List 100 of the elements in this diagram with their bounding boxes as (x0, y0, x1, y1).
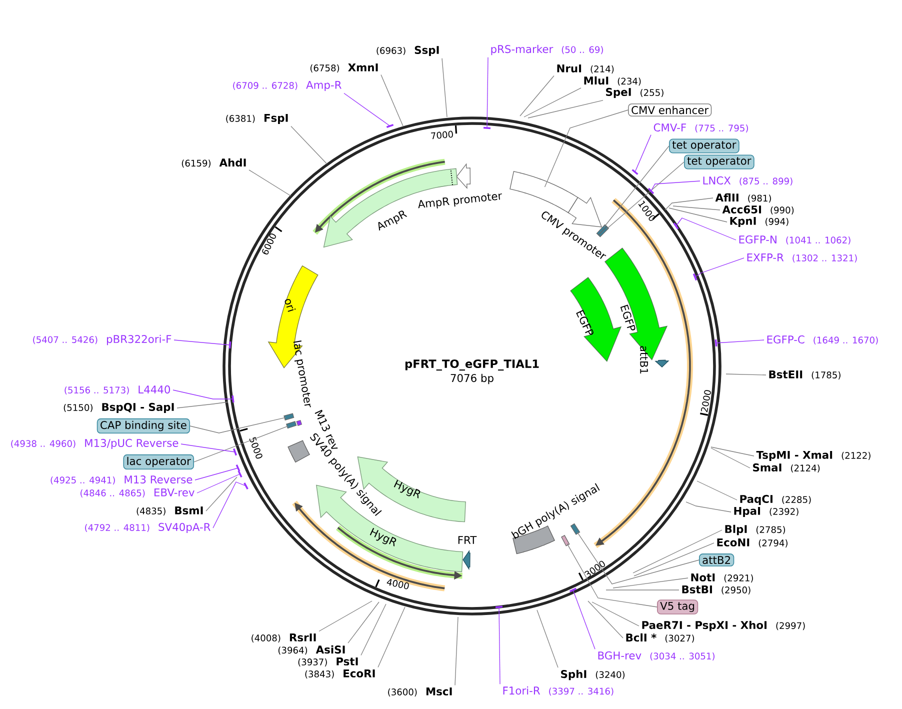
primer-label: EGFP-N (1041 .. 1062) (739, 235, 850, 245)
feature-label-box: lac operator (123, 454, 194, 470)
enzyme-site-label: BlpI (2785) (725, 524, 786, 536)
leader-line (544, 110, 628, 188)
enzyme-site-label: BstEII (1785) (769, 370, 840, 380)
enzyme-site-label: (4835) BsmI (136, 506, 203, 516)
leader-line (172, 390, 234, 400)
leader-line (676, 218, 736, 240)
leader-line (650, 180, 700, 192)
leader-line (442, 58, 448, 118)
primer-label: BGH-rev (3034 .. 3051) (598, 651, 714, 661)
leader-line (606, 162, 684, 230)
leader-line (566, 543, 658, 608)
primer-label: (4938 .. 4960) M13/pUC Reverse (11, 438, 178, 450)
plasmid-size: 7076 bp (450, 374, 494, 384)
leader-line (196, 474, 240, 494)
primer-label: pRS-marker (50 .. 69) (491, 44, 603, 56)
leader-line (710, 448, 750, 468)
primer-label: (4925 .. 4941) M13 Reverse (50, 475, 192, 485)
enzyme-site-label: NruI (214) (557, 64, 614, 74)
leader-line (498, 606, 500, 684)
leader-line (528, 100, 604, 118)
feature-mark (510, 171, 578, 214)
feature-label-box: V5 tag (657, 600, 698, 614)
leader-line (632, 530, 722, 574)
enzyme-site-label: (4008) RsrII (252, 634, 316, 642)
leader-line (194, 468, 238, 480)
leader-line (604, 146, 670, 228)
scale-label: 5000 (249, 436, 262, 459)
leader-line (672, 206, 720, 210)
primer-label: (5407 .. 5426) pBR322ori-F (33, 334, 172, 346)
scale-label: 7000 (430, 130, 453, 140)
leader-line (726, 374, 766, 376)
leader-line (686, 502, 732, 512)
leader-line (634, 134, 652, 172)
enzyme-site-label: (3964) AsiSI (278, 645, 345, 655)
enzyme-site-label: HpaI (2392) (734, 507, 798, 517)
leader-line (524, 88, 582, 118)
primer-label: (4846 .. 4865) EBV-rev (80, 488, 194, 498)
leader-line (696, 480, 738, 500)
leader-line (536, 610, 558, 668)
leader-line (694, 258, 744, 278)
leader-line (572, 590, 596, 650)
feature-mark (284, 413, 294, 420)
leader-line (348, 602, 380, 644)
enzyme-site-label: (3937) PstI (298, 658, 358, 666)
enzyme-site-label: (5150) BspQI - SapI (64, 402, 174, 414)
enzyme-site-label: BstBI (2950) (682, 586, 750, 594)
primer-label: (5156 .. 5173) L4440 (64, 385, 170, 395)
primer-label: (4792 .. 4811) SV40pA-R (85, 522, 210, 534)
enzyme-site-label: BclI * (3027) (626, 633, 694, 643)
leader-line (668, 208, 728, 222)
leader-line (212, 482, 246, 528)
leader-line (248, 170, 292, 196)
primer-label: EGFP-C (1649 .. 1670) (767, 335, 878, 345)
scale-label: 6000 (262, 234, 276, 254)
primer-label: (6709 .. 6728) Amp-R (233, 81, 342, 91)
feature-label-box: tet operator (684, 154, 754, 170)
feature-label-box: CMV enhancer (628, 103, 712, 117)
leader-line (710, 446, 754, 456)
plasmid-name: pFRT_TO_eGFP_TIAL1 (405, 359, 539, 371)
leader-line (180, 444, 236, 452)
leader-line (520, 75, 554, 116)
enzyme-site-label: (3600) MscI (388, 688, 452, 696)
enzyme-site-label: SpeI (255) (606, 88, 664, 98)
leader-line (206, 476, 238, 512)
enzyme-site-label: (6963) SspI (376, 46, 439, 56)
enzyme-site-label: SmaI (2124) (753, 463, 820, 473)
leader-line (576, 532, 700, 584)
primer-label: LNCX (875 .. 899) (703, 176, 792, 186)
leader-line (454, 616, 458, 686)
enzyme-site-label: EcoNI (2794) (717, 538, 788, 548)
primer-label: CMV-F (775 .. 795) (654, 123, 748, 133)
enzyme-site-label: (6159) AhdI (182, 158, 246, 168)
leader-line (486, 57, 488, 128)
enzyme-site-label: (3843) EcoRI (305, 670, 375, 678)
leader-line (592, 602, 640, 626)
enzyme-site-label: SphI (3240) (561, 670, 625, 680)
leader-line (378, 606, 406, 668)
leader-line (360, 604, 386, 656)
leader-line (634, 542, 714, 576)
enzyme-site-label: PaqCI (2285) (740, 494, 811, 506)
feature-mark (286, 421, 297, 429)
leader-line (174, 340, 230, 346)
feature-label-box: tet operator (669, 138, 740, 154)
leader-line (588, 600, 624, 638)
enzyme-site-label: (6758) XmnI (310, 64, 378, 72)
enzyme-site-label: AflII (981) (715, 193, 771, 203)
leader-line (318, 600, 372, 632)
leader-line (716, 340, 764, 344)
enzyme-site-label: TspMI - XmaI (2122) (756, 451, 870, 461)
leader-line (176, 402, 228, 408)
leader-line (380, 74, 404, 126)
leader-line (612, 578, 688, 588)
leader-line (194, 426, 289, 462)
enzyme-site-label: (6381) FspI (226, 114, 288, 124)
feature-label-box: attB2 (699, 554, 734, 566)
enzyme-site-label: Acc65I (990) (722, 205, 794, 215)
enzyme-site-label: NotI (2921) (691, 574, 753, 582)
feature-label-box: CAP binding site (96, 418, 190, 434)
